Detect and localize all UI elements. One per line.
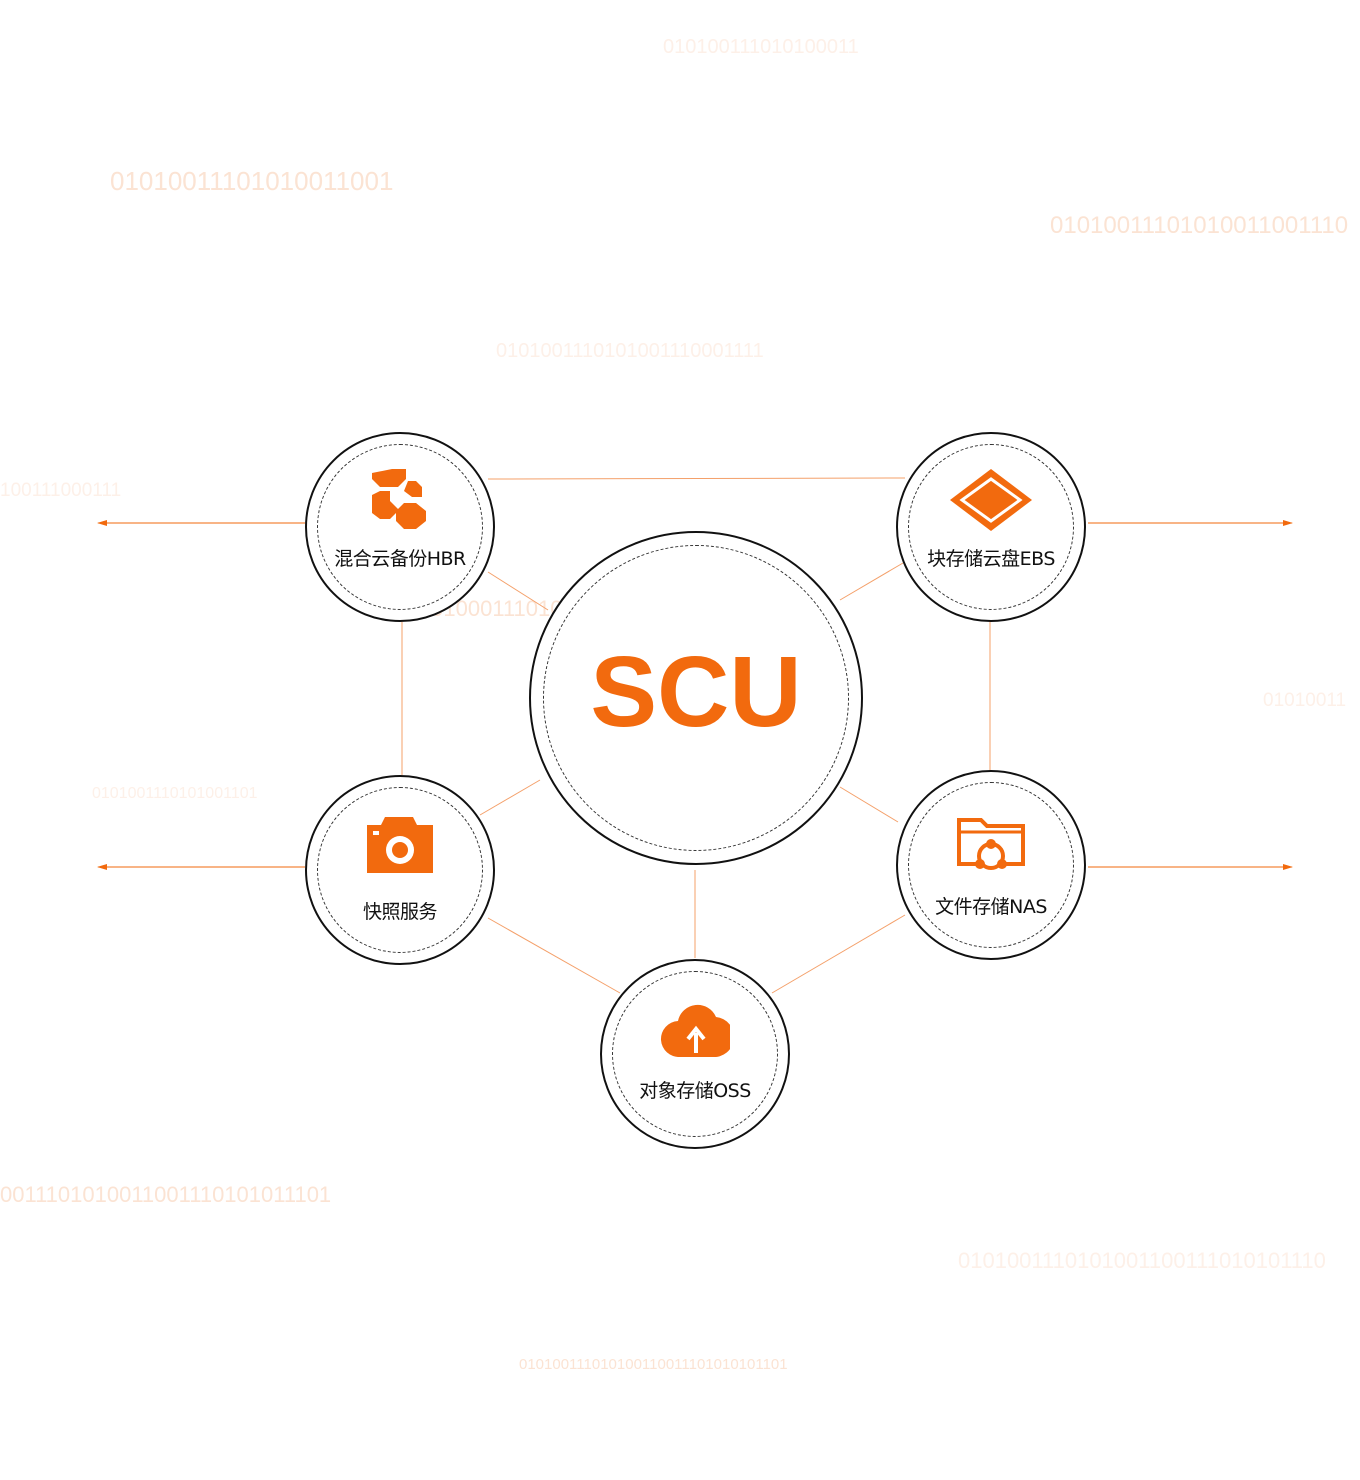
node-label: 快照服务 [362,901,438,923]
binary-text: 01010011101010011001 [110,166,394,196]
file-storage-icon [957,818,1025,870]
node-nas: 文件存储NAS [896,770,1086,960]
binary-text: 010100111010100110011101010101101 [519,1356,788,1373]
binary-text: 0101001110101001110001111 [496,340,764,362]
binary-text: 0101001110101001101 [92,785,258,802]
binary-text: 01010011101010011001110 [1050,212,1349,239]
binary-text: 010100111010100011 [663,36,859,58]
binary-text: 0101001110101001100111010101110 [958,1248,1326,1273]
dashed-ring [908,444,1074,610]
scu-title: SCU [590,636,802,748]
hybrid-backup-icon [372,469,426,529]
node-label: 块存储云盘EBS [927,548,1055,570]
node-label: 文件存储NAS [935,896,1047,918]
dashed-ring [612,971,778,1137]
node-hbr: 混合云备份HBR [305,432,495,622]
node-label: 对象存储OSS [639,1080,751,1102]
dashed-ring [317,787,483,953]
node-oss: 对象存储OSS [600,959,790,1149]
camera-icon [367,817,433,873]
node-ebs: 块存储云盘EBS [896,432,1086,622]
dashed-ring [317,444,483,610]
scu-center-node: SCU [529,531,863,865]
block-storage-icon [950,469,1032,531]
dashed-ring [543,545,849,851]
cloud-upload-icon [660,1004,730,1057]
binary-text: 0011101010011001110101011101 [0,1182,332,1207]
binary-text: 01010011 [1263,690,1347,711]
node-label: 混合云备份HBR [334,548,466,570]
node-snapshot: 快照服务 [305,775,495,965]
dashed-ring [908,782,1074,948]
binary-text: 100111000111 [0,480,122,501]
